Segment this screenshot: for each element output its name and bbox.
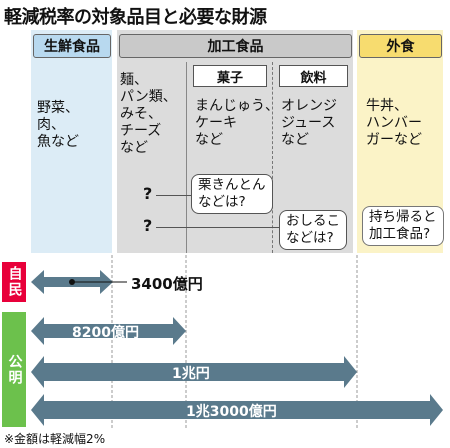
komei-amount-1: 8200億円 [72,325,139,341]
connector-2 [156,227,280,228]
jimin-label: 自民 [2,262,26,302]
footnote: ※金額は軽減幅2% [4,432,106,446]
sweets-header: 菓子 [193,65,267,87]
oshiruko-bubble: おしるこ などは? [279,210,347,250]
question-mark-2: ? [143,216,153,235]
kurikinton-bubble: 栗きんとん などは? [191,174,273,214]
komei-bar-2-arrow [31,356,357,388]
komei-text: 公明 [6,353,23,386]
processed-header: 加工食品 [119,34,352,58]
fresh-items: 野菜、 肉、 魚など [37,100,79,150]
processed-general-items: 麺、 パン類、 みそ、 チーズ など [120,72,177,156]
chart-title: 軽減税率の対象品目と必要な財源 [4,7,267,28]
connector-1 [156,195,192,196]
question-mark-1: ? [143,184,153,203]
fresh-header: 生鮮食品 [33,34,111,58]
dining-header: 外食 [359,34,442,58]
komei-label: 公明 [2,312,26,427]
komei-amount-2: 1兆円 [172,366,210,382]
jimin-amount: 3400億円 [131,275,203,293]
takeout-bubble: 持ち帰ると 加工食品? [362,206,444,246]
drinks-items: オレンジ ジュース など [281,98,337,148]
bars-layer [31,255,443,430]
divider-drinks [272,62,273,253]
divider-sweets [186,62,187,253]
komei-amount-3: 1兆3000億円 [186,404,277,420]
sweets-items: まんじゅう、 ケーキ など [195,98,279,148]
komei-bar-1-arrow [31,317,186,345]
drinks-header: 飲料 [279,65,348,87]
fresh-column [31,30,112,253]
dining-items: 牛丼、 ハンバー ガーなど [366,98,422,148]
jimin-text: 自民 [6,266,23,298]
komei-bar-3-arrow [31,394,443,426]
